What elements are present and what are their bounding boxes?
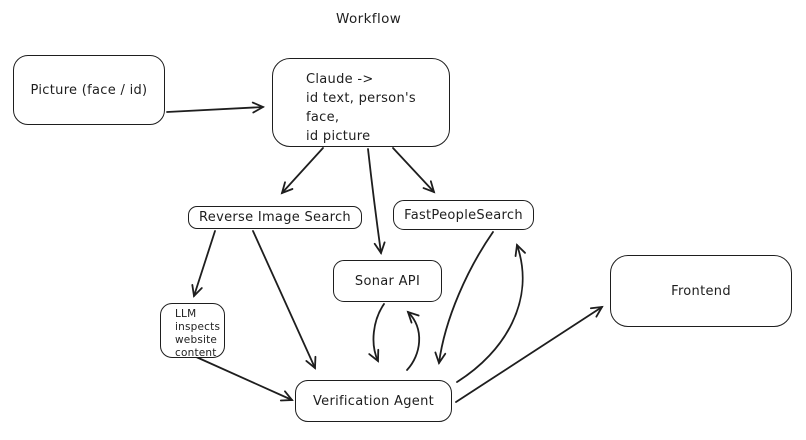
arrow-reverse-image-search-to-llm[interactable] — [191, 230, 216, 298]
diagram-title[interactable]: Workflow — [336, 11, 402, 27]
node-llm-inspects-website-content[interactable]: LLM inspects website content — [160, 303, 225, 359]
node-fastpeoplesearch-label: FastPeopleSearch — [404, 207, 523, 223]
node-claude[interactable]: Claude -> id text, person's face, id pic… — [272, 58, 450, 147]
node-llm-label: LLM inspects website content — [175, 308, 221, 359]
arrow-llm-to-verification-agent[interactable] — [193, 355, 294, 402]
node-picture-label: Picture (face / id) — [30, 82, 148, 98]
arrow-claude-to-sonar-api[interactable] — [367, 148, 386, 255]
arrow-verification-agent-to-sonar-api[interactable] — [406, 310, 421, 371]
node-sonar-api[interactable]: Sonar API — [333, 260, 442, 302]
arrow-verification-agent-to-fastpeoplesearch[interactable] — [456, 243, 526, 383]
arrow-claude-to-fastpeoplesearch[interactable] — [392, 147, 436, 194]
node-verification-agent-label: Verification Agent — [312, 393, 435, 409]
arrow-reverse-image-search-to-verification-agent[interactable] — [252, 230, 317, 370]
arrow-verification-agent-to-frontend[interactable] — [455, 305, 604, 403]
node-reverse-image-search-label: Reverse Image Search — [199, 210, 351, 225]
arrow-claude-to-reverse-image-search[interactable] — [280, 147, 324, 195]
arrow-picture-to-claude[interactable] — [166, 101, 266, 114]
node-sonar-api-label: Sonar API — [354, 273, 421, 289]
arrow-sonar-api-to-verification-agent[interactable] — [368, 303, 385, 363]
node-picture-face-id[interactable]: Picture (face / id) — [13, 55, 165, 125]
node-frontend[interactable]: Frontend — [610, 255, 792, 327]
arrow-fastpeoplesearch-to-verification-agent[interactable] — [434, 231, 494, 365]
node-reverse-image-search[interactable]: Reverse Image Search — [188, 206, 362, 229]
node-fastpeoplesearch[interactable]: FastPeopleSearch — [393, 200, 534, 230]
node-claude-label: Claude -> id text, person's face, id pic… — [306, 72, 416, 144]
node-frontend-label: Frontend — [671, 283, 731, 299]
node-verification-agent[interactable]: Verification Agent — [295, 380, 452, 422]
